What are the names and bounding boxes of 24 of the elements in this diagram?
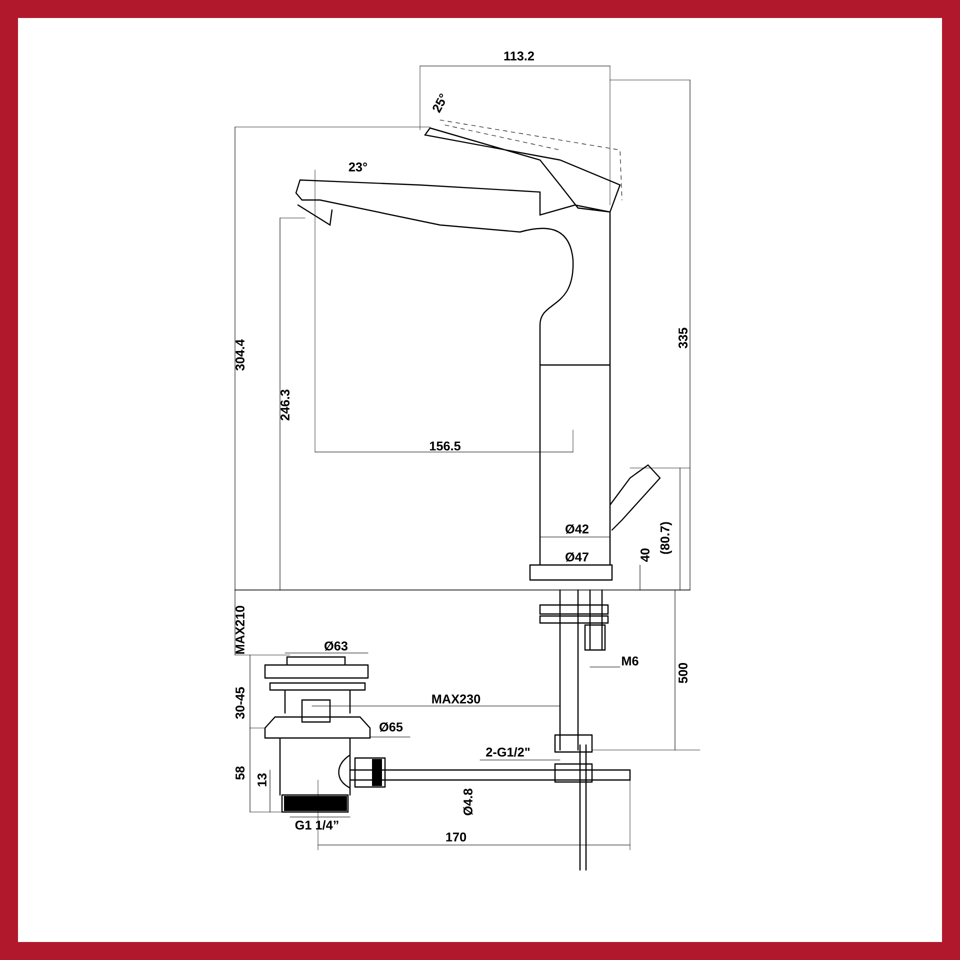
dimension-label: Ø4.8: [463, 788, 473, 816]
dimension-label: 156.5: [430, 442, 460, 450]
dimension-label: 170: [446, 832, 466, 842]
dimension-label: 246.3: [280, 390, 290, 420]
dimension-label: 25°: [432, 94, 445, 114]
dimension-label: M6: [622, 656, 638, 666]
dimension-label: MAX210: [236, 606, 244, 654]
dimension-label: 30-45: [236, 687, 244, 719]
dimension-label: 2-G1/2": [486, 747, 530, 757]
dimension-label: 500: [678, 662, 688, 684]
dimension-label: Ø42: [566, 524, 588, 534]
dimension-label: 40: [640, 548, 650, 562]
dimension-label: 23°: [348, 162, 368, 172]
dimension-label: 13: [258, 773, 266, 786]
dimension-label: MAX230: [432, 694, 480, 704]
dimension-label: 335: [678, 328, 688, 348]
dimension-label: Ø63: [324, 641, 348, 651]
dimension-label: 304.4: [236, 339, 244, 371]
dimension-label: 58: [236, 766, 244, 780]
dimension-label: (80.7): [660, 522, 672, 554]
dimension-label: Ø47: [566, 552, 588, 562]
dimension-label: G1 1/4”: [295, 820, 338, 830]
dimension-label: 113.2: [504, 52, 534, 60]
dimension-label: Ø65: [380, 722, 403, 732]
